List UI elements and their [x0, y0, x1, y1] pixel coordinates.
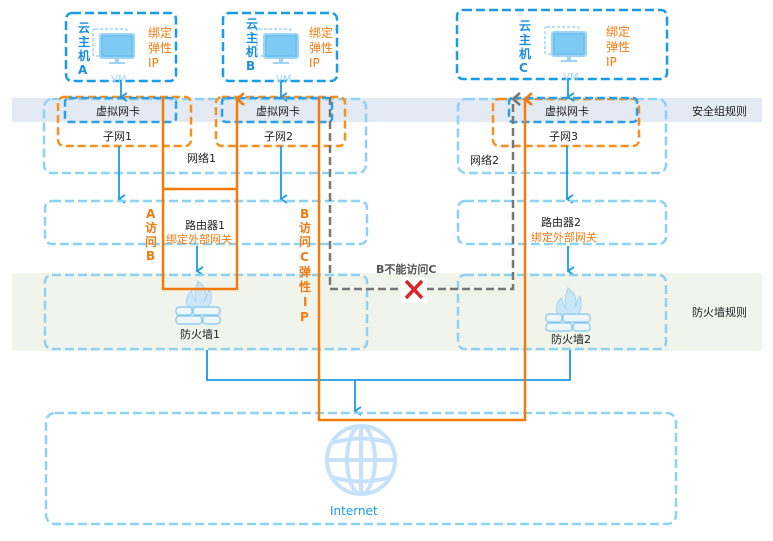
host-a-eip-1: 绑定 [148, 25, 172, 40]
annotation-b-to-c-eip: B 访 问 C 弹 性 I P [298, 207, 311, 324]
host-b-label-3: 机 [246, 44, 258, 59]
subnet-1-label: 子网1 [103, 130, 132, 143]
svg-text:性: 性 [298, 279, 311, 294]
host-a-label-3: 机 [78, 48, 90, 63]
vm-monitor-icon [544, 26, 587, 63]
internet-box[interactable] [44, 411, 678, 526]
svg-text:访: 访 [299, 220, 311, 235]
host-c[interactable]: 云 主 机 C VM 绑定 弹性 IP [455, 8, 669, 83]
host-c-eip-2: 弹性 [606, 40, 630, 54]
svg-text:弹: 弹 [299, 264, 311, 279]
vnic-b-label: 虚拟网卡 [256, 104, 300, 118]
host-c-label-2: 主 [519, 32, 531, 47]
path-b-to-c-denied [328, 92, 521, 291]
internet-label: Internet [330, 504, 378, 518]
host-c-eip-3: IP [606, 55, 617, 69]
firewall-band [12, 273, 762, 351]
host-b-label-1: 云 [246, 17, 258, 31]
svg-text:问: 问 [145, 234, 157, 249]
firewall-uplink-connector [206, 350, 571, 381]
path-b-to-c-eip [317, 92, 533, 422]
host-b-eip-2: 弹性 [309, 41, 333, 55]
router-1-label: 路由器1 [185, 218, 225, 232]
annotation-b-cannot-c: B不能访问C [376, 262, 436, 276]
svg-text:I: I [303, 295, 307, 309]
host-b-label-2: 主 [246, 30, 258, 45]
host-c-vm-label: VM [563, 72, 578, 83]
vnic-a-label: 虚拟网卡 [96, 104, 140, 118]
host-a-vm-label: VM [111, 74, 126, 85]
host-c-label-4: C [519, 61, 528, 75]
vm-monitor-icon [92, 28, 135, 65]
host-a-label-1: 云 [78, 21, 90, 35]
vnic-b[interactable] [220, 96, 334, 124]
router-1-gateway-label: 绑定外部网关 [166, 232, 232, 246]
host-b[interactable]: 云 主 机 B VM 绑定 弹性 IP [221, 11, 339, 85]
host-b-vm-label: VM [276, 74, 291, 85]
deny-x-icon [404, 279, 424, 300]
host-b-eip-3: IP [309, 56, 320, 70]
firewall-1-label: 防火墙1 [180, 327, 220, 341]
host-c-label-3: 机 [519, 46, 531, 61]
router-2-label: 路由器2 [541, 215, 581, 229]
network-1-box[interactable] [42, 97, 368, 175]
host-c-eip-1: 绑定 [606, 24, 630, 39]
annotation-a-to-b: A 访 问 B [145, 207, 157, 263]
router-2-box[interactable] [456, 199, 668, 246]
svg-text:A: A [146, 207, 156, 221]
subnet-3-label: 子网3 [549, 130, 578, 143]
svg-text:访: 访 [145, 220, 157, 235]
subnet-2-label: 子网2 [264, 130, 293, 143]
network-1-label: 网络1 [187, 151, 216, 165]
network-2-label: 网络2 [470, 153, 499, 167]
svg-text:问: 问 [299, 234, 311, 249]
router-1-box[interactable] [43, 199, 369, 246]
globe-icon [325, 424, 397, 496]
firewall-rules-label: 防火墙规则 [692, 305, 747, 319]
svg-text:C: C [300, 250, 309, 264]
svg-text:P: P [300, 310, 309, 324]
host-c-label-1: 云 [519, 19, 531, 33]
path-a-to-b [161, 92, 245, 291]
router-2-gateway-label: 绑定外部网关 [531, 230, 597, 244]
firewall-2-box[interactable] [456, 273, 668, 351]
host-a-label-4: A [78, 63, 88, 77]
vnic-c-label: 虚拟网卡 [545, 104, 589, 118]
host-b-eip-1: 绑定 [309, 25, 333, 40]
host-a[interactable]: 云 主 机 A VM 绑定 弹性 IP [64, 11, 178, 85]
host-b-label-4: B [246, 59, 255, 73]
vm-monitor-icon [256, 28, 299, 65]
host-a-eip-3: IP [148, 56, 159, 70]
host-a-eip-2: 弹性 [148, 41, 172, 55]
svg-text:B: B [300, 207, 309, 221]
firewall-2-label: 防火墙2 [551, 332, 591, 346]
security-group-rules-label: 安全组规则 [692, 104, 747, 118]
svg-text:B: B [146, 249, 155, 263]
host-a-label-2: 主 [78, 34, 90, 49]
